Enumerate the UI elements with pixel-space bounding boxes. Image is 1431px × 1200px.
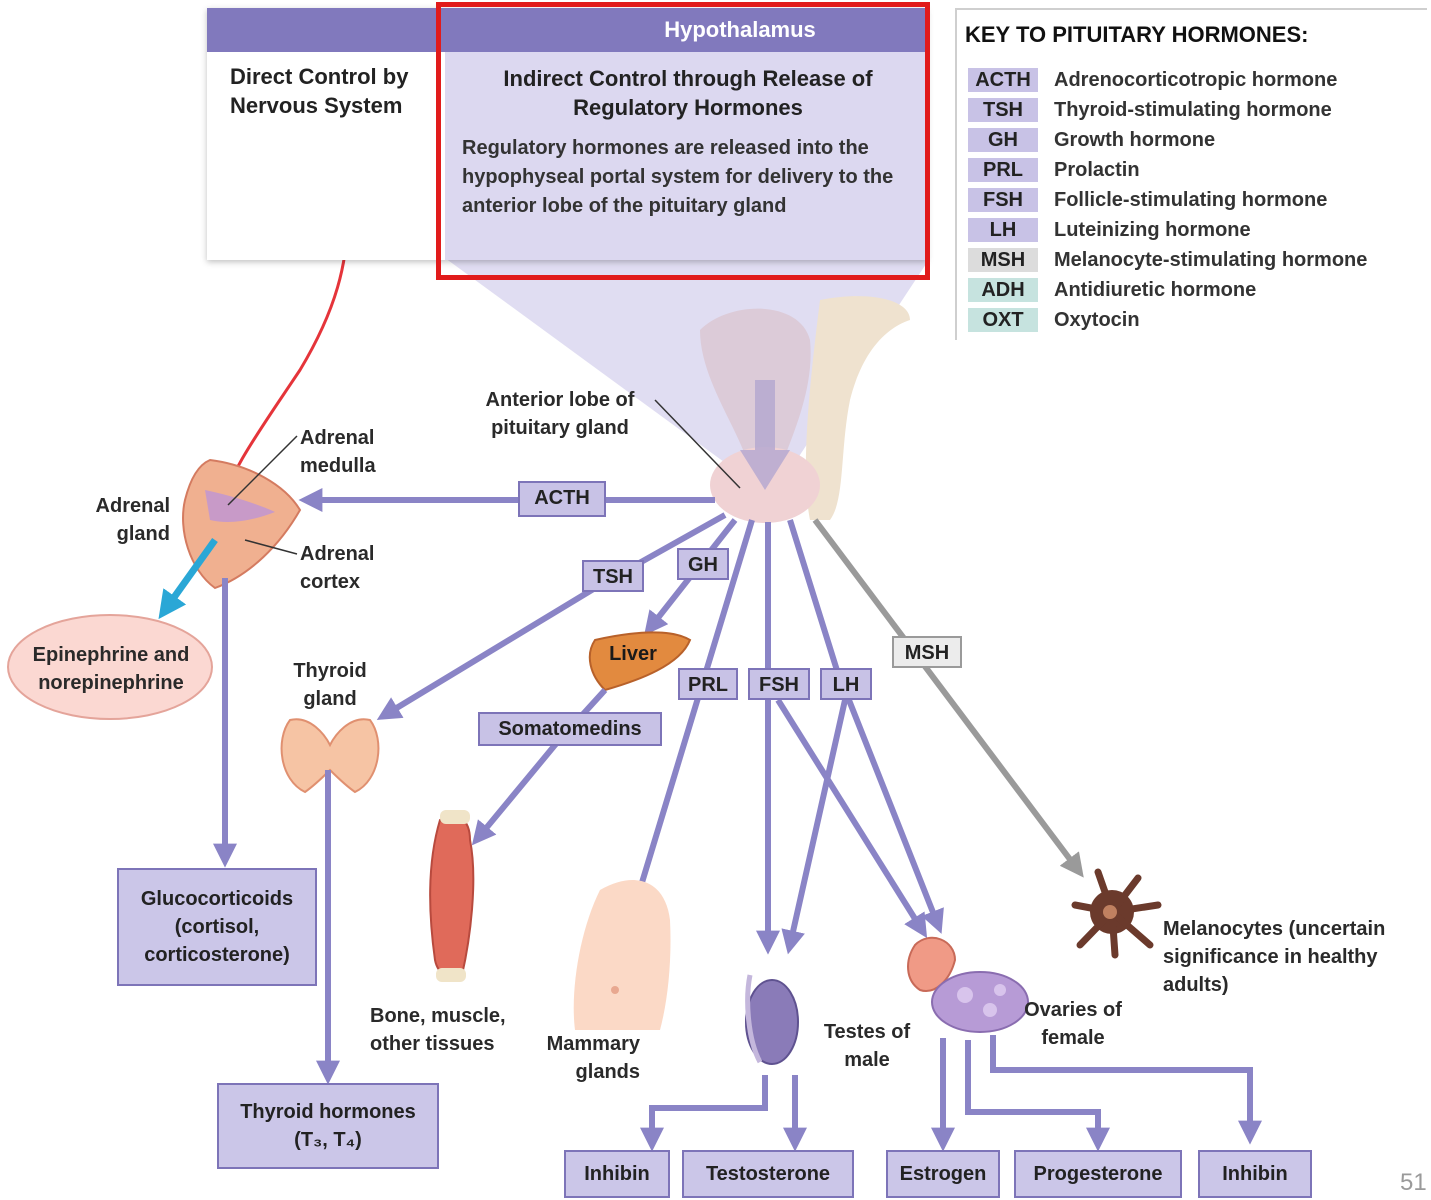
key-abbr: LH [968, 218, 1038, 242]
adrenal-shape [182, 458, 302, 590]
indirect-title-text: Indirect Control through Release of Regu… [503, 66, 873, 120]
thyroid-gland-label: Thyroid gland [293, 660, 367, 710]
hormone-tag-fsh: FSH [748, 668, 810, 700]
testis-shape [745, 979, 799, 1065]
key-name: Follicle-stimulating hormone [1054, 189, 1328, 211]
bone-muscle-label: Bone, muscle, other tissues [370, 1005, 506, 1055]
key-name: Prolactin [1054, 159, 1140, 181]
key-abbr: ADH [968, 278, 1038, 302]
header-bar-right [445, 8, 927, 52]
thyroid-hormones-box: Thyroid hormones (T₃, T₄) [217, 1083, 439, 1169]
indirect-desc-text: Regulatory hormones are released into th… [462, 137, 894, 217]
hormone-tag-msh: MSH [892, 636, 962, 668]
glucocorticoids-box: Glucocorticoids (cortisol, corticosteron… [117, 868, 317, 986]
liver-label: Liver [609, 643, 657, 665]
adrenal-cortex-label: Adrenal cortex [300, 543, 375, 593]
testes-label: Testes of male [823, 1021, 911, 1071]
key-abbr: GH [968, 128, 1038, 152]
hypothalamus-title: Hypothalamus [664, 17, 816, 42]
key-name: Adrenocorticotropic hormone [1054, 69, 1338, 91]
inhibin-female-box: Inhibin [1198, 1150, 1312, 1198]
anterior-lobe-label: Anterior lobe of pituitary gland [485, 389, 635, 439]
adrenal-gland-label: Adrenal gland [95, 495, 170, 545]
hormone-tag-somatomedins: Somatomedins [478, 712, 662, 746]
estrogen-box: Estrogen [886, 1150, 1000, 1198]
epinephrine-label: Epinephrine and norepinephrine [32, 644, 190, 694]
key-name: Melanocyte-stimulating hormone [1054, 249, 1368, 271]
adrenal-medulla-label: Adrenal medulla [300, 427, 376, 477]
ovaries-label: Ovaries of female [1024, 999, 1122, 1049]
key-abbr: OXT [968, 308, 1038, 332]
portal-arrow [740, 380, 790, 490]
direct-control-text: Direct Control by Nervous System [230, 64, 409, 118]
key-name: Antidiuretic hormone [1054, 279, 1257, 301]
key-name: Thyroid-stimulating hormone [1054, 99, 1332, 121]
hormone-tag-acth: ACTH [518, 481, 606, 517]
header-bar-left [207, 8, 445, 52]
key-abbr: MSH [968, 248, 1038, 272]
testosterone-box: Testosterone [682, 1150, 854, 1198]
mammary-label: Mammary glands [546, 1033, 640, 1083]
posterior-lobe [805, 296, 910, 520]
thyroid-shape [280, 718, 380, 794]
hormone-tag-prl: PRL [678, 668, 738, 700]
key-abbr: PRL [968, 158, 1038, 182]
highlight-rectangle [436, 2, 930, 280]
muscle-shape [429, 815, 475, 978]
key-name: Growth hormone [1054, 129, 1216, 151]
mammary-shape [573, 880, 671, 1030]
key-name: Oxytocin [1054, 309, 1140, 331]
key-abbr: ACTH [968, 68, 1038, 92]
key-abbr: FSH [968, 188, 1038, 212]
liver-shape [588, 631, 692, 692]
epinephrine-ellipse [7, 614, 213, 720]
melanocyte-shape [1071, 868, 1162, 959]
hormone-tag-tsh: TSH [582, 560, 644, 592]
key-name: Luteinizing hormone [1054, 219, 1251, 241]
key-panel [955, 8, 1427, 340]
page-number: 51 [1400, 1169, 1427, 1196]
key-abbr: TSH [968, 98, 1038, 122]
key-title: KEY TO PITUITARY HORMONES: [965, 22, 1309, 47]
progesterone-box: Progesterone [1014, 1150, 1182, 1198]
inhibin-male-box: Inhibin [564, 1150, 670, 1198]
hormone-tag-gh: GH [677, 548, 729, 580]
melanocytes-label: Melanocytes (uncertain significance in h… [1163, 918, 1386, 996]
ovary-shape [931, 971, 1029, 1033]
hormone-tag-lh: LH [820, 668, 872, 700]
